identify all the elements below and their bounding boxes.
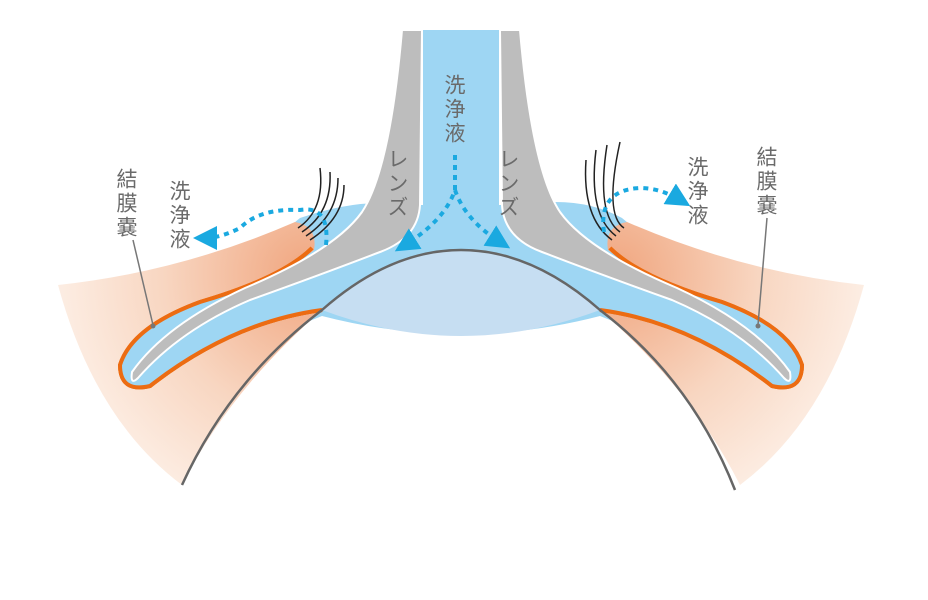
eyelashes-left — [297, 167, 345, 241]
center-fluid-label: 洗浄液 — [442, 74, 466, 146]
fluid-left-label: 洗浄液 — [167, 180, 191, 252]
lens-left-label: レンズ — [385, 148, 409, 220]
sac-left-label: 結膜嚢 — [114, 168, 138, 240]
sac-right-label: 結膜嚢 — [754, 146, 778, 218]
cornea-chamber — [322, 250, 600, 336]
flow-arrows — [193, 155, 691, 252]
eyelashes-right — [584, 141, 625, 241]
cornea-line — [180, 248, 737, 491]
lens — [130, 29, 792, 382]
lens-right-label: レンズ — [496, 148, 520, 220]
fluid-right-label: 洗浄液 — [685, 156, 709, 228]
